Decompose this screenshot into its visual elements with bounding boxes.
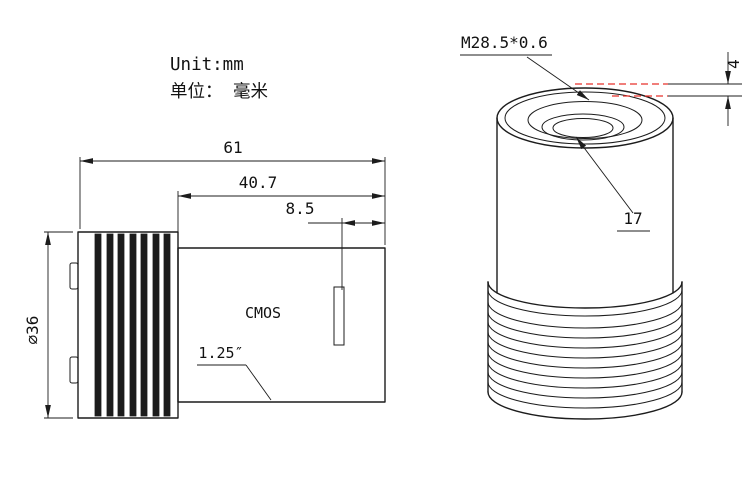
thread-line: [487, 311, 683, 339]
thread-line: [487, 371, 683, 399]
fin: [152, 233, 160, 417]
thread-highlight: [575, 83, 668, 97]
dim-body-diameter: ∅36: [23, 231, 73, 419]
thread-line: [487, 321, 683, 349]
fin: [140, 233, 148, 417]
nosepiece-leader: [245, 364, 272, 401]
dim-body-diameter-text: ∅36: [23, 316, 42, 345]
thread-line: [487, 381, 683, 409]
fin: [106, 233, 114, 417]
nosepiece-barrel: CMOS: [177, 247, 386, 403]
heatsink-body: [69, 231, 179, 419]
barrel-outline: [177, 247, 386, 403]
bottom-arc: [487, 391, 683, 420]
bore-outer: [541, 113, 625, 141]
thread-section: [487, 281, 683, 420]
upper-cylinder: [496, 87, 674, 294]
dim-thread-depth: 4: [668, 52, 743, 126]
heatsink-fins: [94, 233, 171, 417]
dim-back-focus: 8.5: [286, 199, 385, 290]
top-rim-inner: [504, 91, 666, 145]
bore-inner: [552, 118, 614, 138]
fin: [129, 233, 137, 417]
dim-barrel-length: 40.7: [177, 173, 385, 245]
bore-leader: [575, 136, 634, 214]
opening-edge: [527, 101, 643, 139]
unit-note-zh: 单位： 毫米: [170, 82, 268, 102]
thread-depth-label: 4: [724, 59, 743, 69]
thread-spec-leader: [526, 56, 590, 101]
dim-barrel-length-text: 40.7: [239, 173, 278, 192]
thread-line: [487, 341, 683, 369]
sensor-slot: [333, 286, 345, 346]
left-lug-top: [69, 262, 79, 290]
heatsink-outline: [77, 231, 179, 419]
thread-line: [487, 351, 683, 379]
fin: [163, 233, 171, 417]
unit-note-en: Unit:mm: [170, 55, 244, 75]
dim-overall-length: 61: [79, 138, 386, 245]
perspective-view: M28.5*0.6 17 4: [460, 33, 743, 420]
dim-overall-length-text: 61: [223, 138, 242, 157]
shoulder-arc-top: [487, 281, 683, 309]
side-view: CMOS 1.25″ 61 40.7 8.5: [23, 138, 386, 419]
fin: [94, 233, 102, 417]
bore-callout: 17: [575, 136, 650, 232]
thread-line: [487, 301, 683, 329]
thread-spec-label: M28.5*0.6: [461, 33, 548, 52]
dim-back-focus-text: 8.5: [286, 199, 315, 218]
nosepiece-label: 1.25″: [198, 344, 243, 362]
cmos-label: CMOS: [245, 304, 281, 322]
bore-diameter-label: 17: [623, 209, 642, 228]
fin: [117, 233, 125, 417]
thread-spec-callout: M28.5*0.6: [460, 33, 590, 101]
thread-line: [487, 331, 683, 359]
left-lug-bottom: [69, 356, 79, 384]
shoulder-arc-bottom: [487, 289, 683, 317]
nosepiece-callout: 1.25″: [197, 344, 272, 401]
thread-line: [487, 361, 683, 389]
